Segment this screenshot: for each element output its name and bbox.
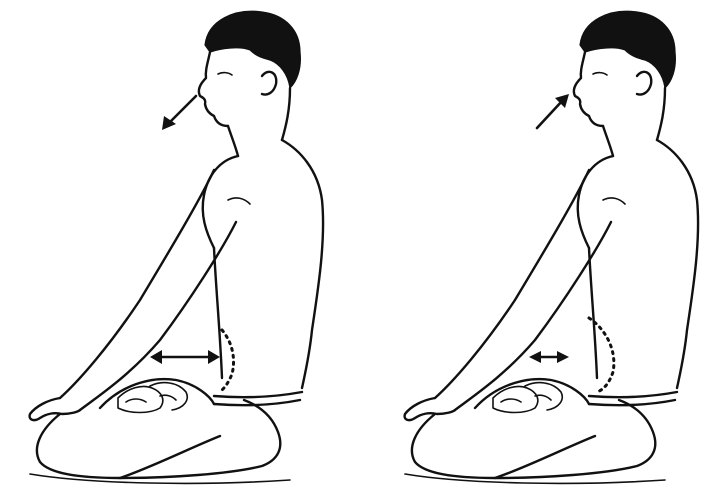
inhale-arrow-icon [537,94,569,128]
abdomen-double-arrow-icon [150,350,220,364]
abdomen-dotted-contour [222,330,234,390]
seated-figure-inhale [405,11,698,483]
exhale-arrow-icon [162,96,196,130]
abdomen-dotted-contour [589,318,614,392]
abdomen-double-arrow-icon [529,351,569,363]
seated-figure-exhale [30,11,323,483]
